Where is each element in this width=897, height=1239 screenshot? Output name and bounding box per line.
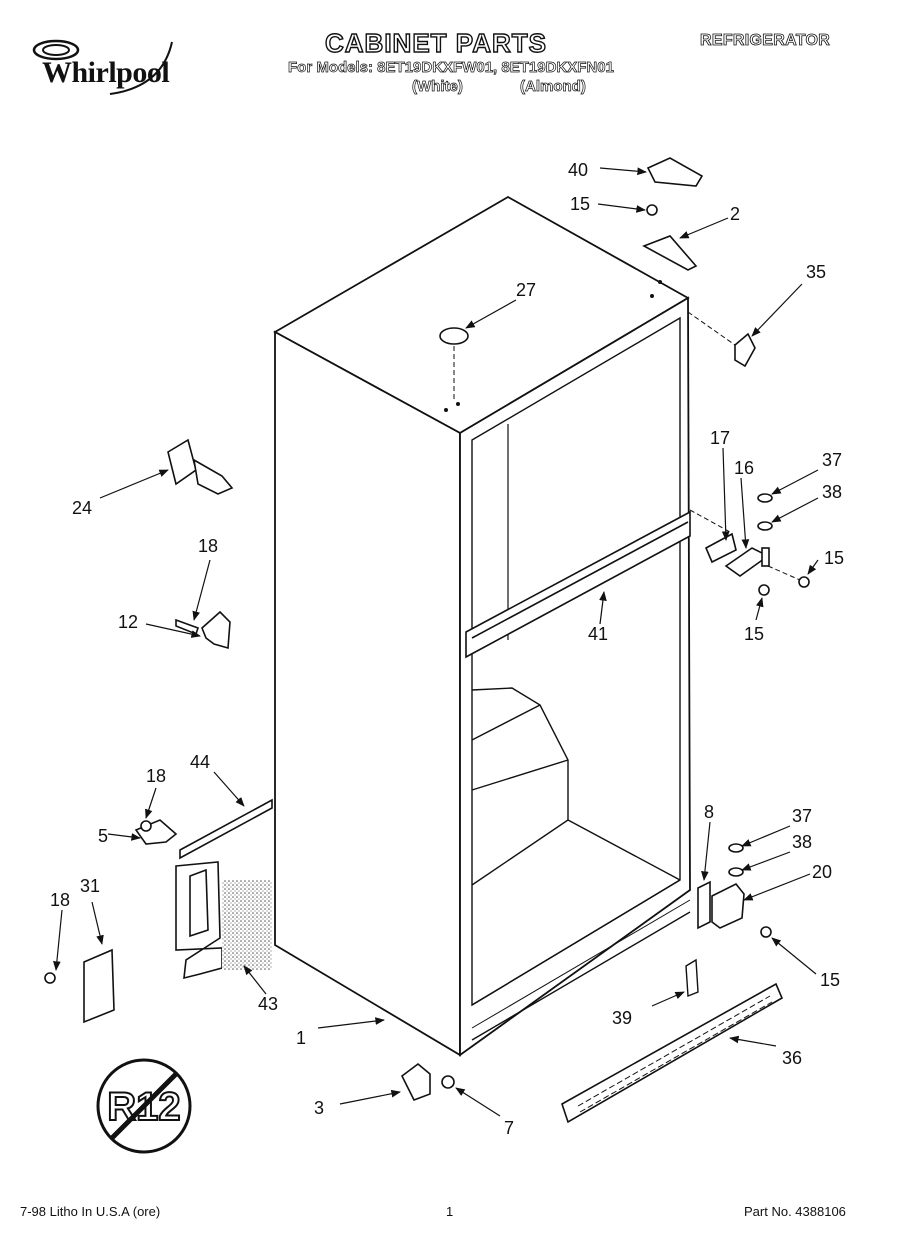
- callout-18: 18: [146, 766, 166, 786]
- footer-print-info: 7-98 Litho In U.S.A (ore): [20, 1204, 161, 1219]
- grille-clip-part: [685, 958, 699, 998]
- callout-18: 18: [50, 890, 70, 910]
- callout-17: 17: [710, 428, 730, 448]
- callout-20: 20: [812, 862, 832, 882]
- callout-18: 18: [198, 536, 218, 556]
- hinge-pin-cover-part: [734, 332, 756, 368]
- appliance-category: REFRIGERATOR: [700, 32, 831, 50]
- variant-almond: (Almond): [520, 78, 587, 96]
- center-hinge-part: [704, 493, 810, 596]
- callout-40: 40: [568, 160, 588, 180]
- leveler-part: [167, 438, 234, 495]
- insulation-pad-part: [222, 880, 272, 970]
- callout-labels: 40 15 2 35 27 24 18 12 17 16 37 38 15 15…: [50, 160, 844, 1138]
- callout-38: 38: [822, 482, 842, 502]
- screw-part: [646, 204, 658, 216]
- leader-lines: [53, 167, 819, 1117]
- callout-31: 31: [80, 876, 100, 896]
- callout-38: 38: [792, 832, 812, 852]
- variant-white: (White): [412, 78, 464, 96]
- callout-12: 12: [118, 612, 138, 632]
- cabinet-liner: [471, 687, 681, 1006]
- callout-5: 5: [98, 826, 108, 846]
- brand-name: Whirlpool: [42, 56, 170, 89]
- callout-24: 24: [72, 498, 92, 518]
- roller-part: [400, 1062, 455, 1102]
- footer-page-number: 1: [446, 1204, 454, 1219]
- logo-swirl-icon: [32, 39, 173, 95]
- callout-7: 7: [504, 1118, 514, 1138]
- callout-16: 16: [734, 458, 754, 478]
- callout-1: 1: [296, 1028, 306, 1048]
- callout-8: 8: [704, 802, 714, 822]
- callout-36: 36: [782, 1048, 802, 1068]
- model-numbers: For Models: 8ET19DKXFW01, 8ET19DKXFN01: [288, 59, 615, 77]
- toe-grille-part: [561, 982, 784, 1124]
- callout-15: 15: [820, 970, 840, 990]
- no-r12-badge: R12: [96, 1058, 192, 1154]
- callout-37: 37: [822, 450, 842, 470]
- bottom-hinge-part: [697, 843, 772, 938]
- footer-part-number: Part No. 4388106: [744, 1204, 846, 1219]
- callout-15: 15: [570, 194, 590, 214]
- callout-35: 35: [806, 262, 826, 282]
- page-title: CABINET PARTS: [324, 27, 547, 58]
- top-cap-part: [646, 157, 704, 187]
- callout-43: 43: [258, 994, 278, 1014]
- callout-3: 3: [314, 1098, 324, 1118]
- compressor-cover-part: [44, 798, 273, 1024]
- callout-27: 27: [516, 280, 536, 300]
- callout-39: 39: [612, 1008, 632, 1028]
- callout-15: 15: [744, 624, 764, 644]
- prohibited-slash-icon: [110, 1072, 178, 1140]
- top-hinge-part: [642, 235, 698, 271]
- front-bracket-part: [175, 610, 231, 650]
- callout-2: 2: [730, 204, 740, 224]
- callout-15: 15: [824, 548, 844, 568]
- top-plug-part: [439, 327, 469, 345]
- whirlpool-logo: Whirlpool: [22, 32, 192, 102]
- cabinet-body: [273, 195, 691, 1057]
- callout-37: 37: [792, 806, 812, 826]
- callout-41: 41: [588, 624, 608, 644]
- divider-bar: [465, 510, 691, 659]
- callout-44: 44: [190, 752, 210, 772]
